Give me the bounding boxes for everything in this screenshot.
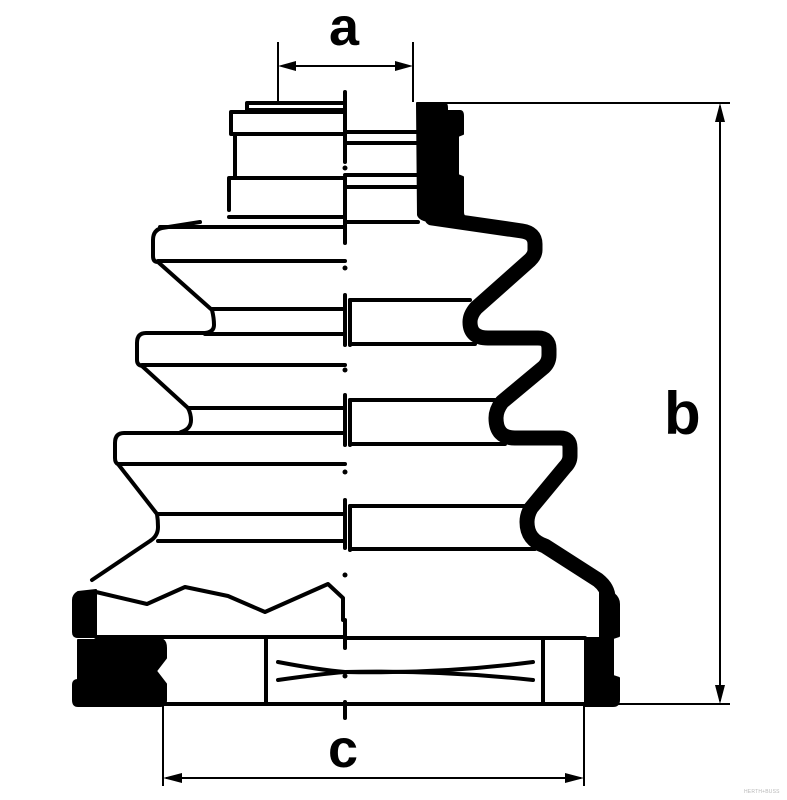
arrowhead-up-icon [715, 103, 725, 122]
dimension-c [162, 706, 585, 786]
arrowhead-left-icon [163, 773, 182, 783]
boot-left-half-outline [90, 101, 347, 706]
boot-right-half-section [343, 130, 587, 706]
boot-left-clamp [72, 589, 167, 707]
dimension-label-a: a [329, 0, 360, 57]
dimension-label-b: b [664, 380, 701, 447]
arrowhead-right-icon [565, 773, 584, 783]
boot-right-wall [424, 210, 616, 606]
dimension-a [277, 42, 414, 102]
arrowhead-right-icon [395, 61, 413, 71]
dimension-label-c: c [328, 719, 359, 779]
arrowhead-down-icon [715, 685, 725, 704]
arrowhead-left-icon [278, 61, 296, 71]
boot-right-clamp [416, 102, 620, 707]
brand-watermark: HERTH+BUSS [744, 789, 780, 795]
